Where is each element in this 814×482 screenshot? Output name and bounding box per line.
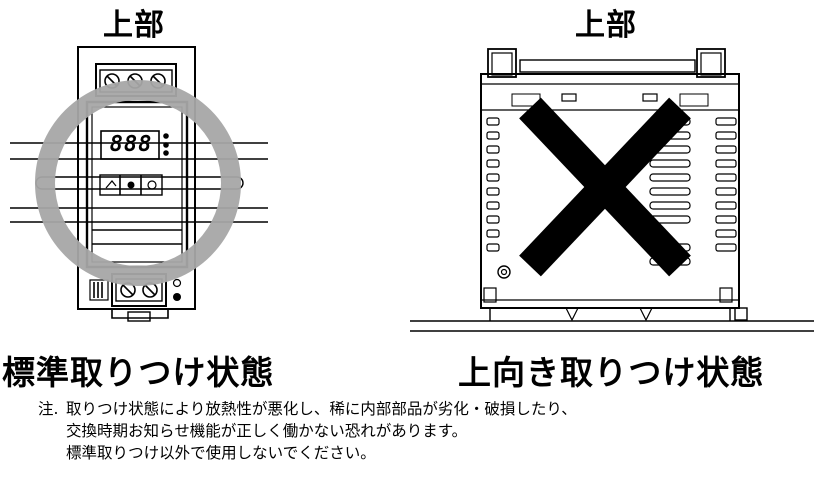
din-clip: [111, 309, 169, 319]
note-line-3: 標準取りつけ以外で使用しないでください。: [66, 444, 376, 462]
left-caption: 標準取りつけ状態: [2, 353, 275, 392]
bottom-feet: [481, 287, 748, 322]
top-clips: [487, 48, 726, 78]
segment-display: [100, 130, 169, 160]
control-buttons: [99, 174, 163, 196]
right-top-label: 上部: [575, 8, 637, 43]
highlight-ring: [35, 80, 241, 286]
standard-mount-figure: [10, 46, 268, 322]
prohibited-x-icon: [519, 97, 691, 277]
front-panel: [85, 100, 189, 269]
screw-icon: [497, 265, 511, 279]
display-digits: 888: [109, 132, 153, 157]
note-line-1: 取りつけ状態により放熱性が悪化し、稀に内部部品が劣化・破損したり、: [66, 400, 577, 418]
left-top-label: 上部: [103, 8, 165, 43]
device-body: [480, 73, 740, 309]
note-line-2: 交換時期お知らせ機能が正しく働かない恐れがあります。: [66, 422, 468, 440]
device-housing: [77, 46, 196, 310]
upward-mount-figure: [410, 48, 814, 332]
right-vents: [715, 117, 737, 252]
left-vents: [486, 117, 500, 252]
right-caption: 上向き取りつけ状態: [458, 353, 765, 392]
note-prefix: 注.: [38, 400, 59, 418]
